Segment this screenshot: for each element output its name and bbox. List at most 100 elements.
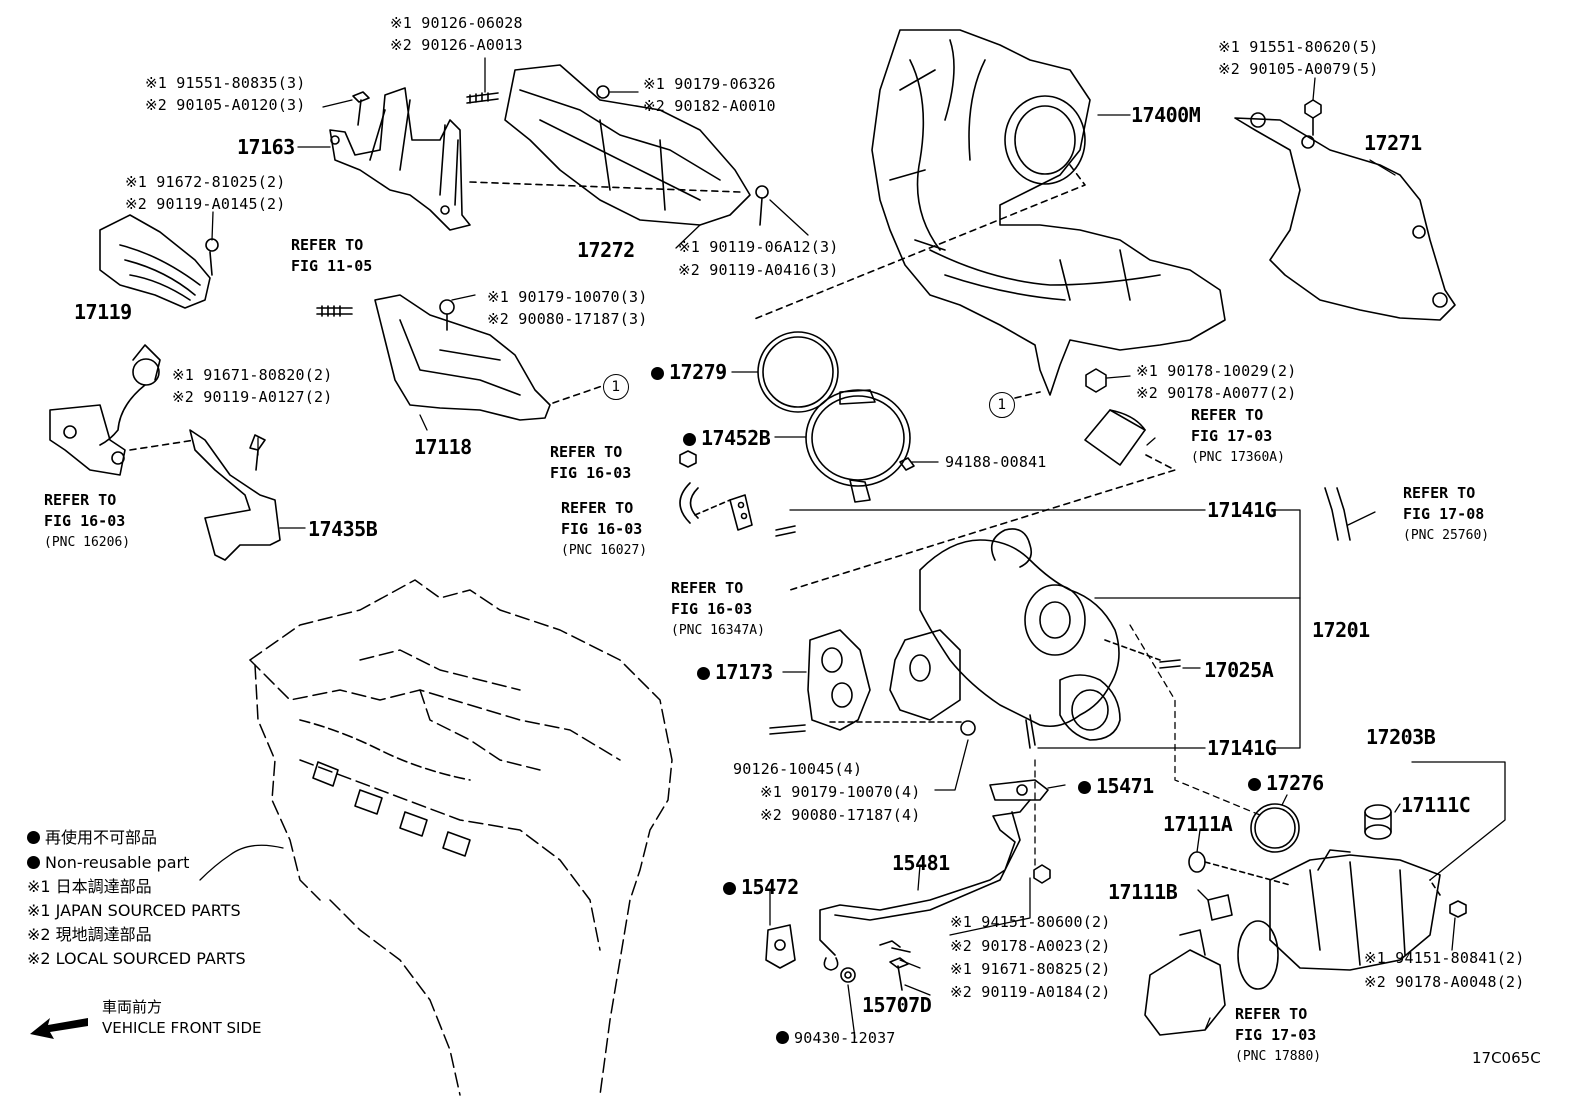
dashed-lead-17118-ref1 bbox=[552, 384, 606, 404]
union-bolt-15707D bbox=[879, 940, 911, 991]
bracket-17119 bbox=[99, 214, 219, 309]
code-90178-10029: ※1 90178-10029(2) bbox=[1136, 362, 1297, 380]
part-15472: 15472 bbox=[723, 877, 799, 897]
part-17203B: 17203B bbox=[1366, 725, 1436, 749]
code-90080-17187-3: ※2 90080-17187(3) bbox=[487, 310, 648, 328]
code-90119-A0416: ※2 90119-A0416(3) bbox=[678, 261, 839, 279]
code-91671-80820: ※1 91671-80820(2) bbox=[172, 366, 333, 384]
part-17271: 17271 bbox=[1364, 131, 1422, 155]
engine-block-outline bbox=[249, 579, 673, 1096]
nut-90178-10029 bbox=[1085, 368, 1107, 393]
dashed-lead-pipe-17435B bbox=[129, 439, 196, 451]
part-15481: 15481 bbox=[892, 851, 950, 875]
hose-16027 bbox=[679, 450, 731, 524]
figure-id: 17C065C bbox=[1472, 1049, 1541, 1067]
inlet-pipe-17203B bbox=[1237, 849, 1441, 990]
code-90119-A0145: ※2 90119-A0145(2) bbox=[125, 195, 286, 213]
gasket-15471 bbox=[989, 779, 1049, 801]
code-91672-81025: ※1 91672-81025(2) bbox=[125, 173, 286, 191]
dashed-leader-lines bbox=[1034, 624, 1261, 871]
code-91551-80835: ※1 91551-80835(3) bbox=[145, 74, 306, 92]
part-17435B: 17435B bbox=[308, 517, 378, 541]
vehicle-front-arrow-icon bbox=[30, 1018, 88, 1039]
legend-nonreusable-en: Non-reusable part bbox=[27, 855, 189, 871]
stud-90126-06028 bbox=[466, 92, 499, 104]
hose-17111C bbox=[1364, 804, 1392, 840]
part-17452B: 17452B bbox=[683, 428, 771, 448]
part-17400M: 17400M bbox=[1131, 103, 1201, 127]
bolt-91551-80835 bbox=[352, 91, 370, 126]
hose-17111A bbox=[1188, 851, 1291, 886]
code-91671-80825: ※1 91671-80825(2) bbox=[950, 960, 1111, 978]
exhaust-manifold-17400M bbox=[871, 29, 1226, 396]
part-17163: 17163 bbox=[237, 135, 295, 159]
code-90178-A0023: ※2 90178-A0023(2) bbox=[950, 937, 1111, 955]
converter-17360A bbox=[789, 409, 1176, 591]
part-15707D: 15707D bbox=[862, 993, 932, 1017]
clamp-17452B bbox=[805, 389, 915, 503]
code-91551-80620: ※1 91551-80620(5) bbox=[1218, 38, 1379, 56]
part-17276: 17276 bbox=[1248, 773, 1324, 793]
bracket-17435B bbox=[189, 429, 281, 561]
circle-ref-1-left: 1 bbox=[603, 374, 629, 400]
code-90105-A0120: ※2 90105-A0120(3) bbox=[145, 96, 306, 114]
turbocharger-17201 bbox=[889, 528, 1181, 749]
part-90126-10045: 90126-10045(4) bbox=[733, 760, 863, 778]
dashed-lead-17163-17272 bbox=[469, 181, 741, 193]
bracket-17163 bbox=[329, 87, 471, 231]
vehicle-front-jp: 車両前方 bbox=[102, 998, 163, 1016]
part-17111A: 17111A bbox=[1163, 812, 1233, 836]
code-90179-10070-4: ※1 90179-10070(4) bbox=[760, 783, 921, 801]
part-17279: 17279 bbox=[651, 362, 727, 382]
code-90126-A0013: ※2 90126-A0013 bbox=[390, 36, 523, 54]
part-17111B: 17111B bbox=[1108, 880, 1178, 904]
engine-block-ports bbox=[299, 719, 471, 857]
code-90179-06326: ※1 90179-06326 bbox=[643, 75, 776, 93]
legend-local-en: ※2 LOCAL SOURCED PARTS bbox=[27, 949, 246, 968]
gasket-15472 bbox=[765, 924, 796, 969]
code-90126-06028: ※1 90126-06028 bbox=[390, 14, 523, 32]
hose-17111B bbox=[1207, 894, 1233, 921]
gasket-17276 bbox=[1250, 803, 1300, 853]
gasket-90430-12037 bbox=[840, 967, 856, 983]
vehicle-front-en: VEHICLE FRONT SIDE bbox=[102, 1019, 262, 1037]
code-94151-80841: ※1 94151-80841(2) bbox=[1364, 949, 1525, 967]
nut-94151-80841 bbox=[1429, 879, 1467, 918]
code-90080-17187-4: ※2 90080-17187(4) bbox=[760, 806, 921, 824]
stud-refer-11-05 bbox=[316, 305, 353, 317]
part-17111C: 17111C bbox=[1401, 793, 1471, 817]
part-17025A: 17025A bbox=[1204, 658, 1274, 682]
part-17141G-top: 17141G bbox=[1207, 498, 1277, 522]
part-17141G-bottom: 17141G bbox=[1207, 736, 1277, 760]
code-90119-06A12: ※1 90119-06A12(3) bbox=[678, 238, 839, 256]
code-90119-A0127: ※2 90119-A0127(2) bbox=[172, 388, 333, 406]
part-17118: 17118 bbox=[414, 435, 472, 459]
legend-nonreusable-jp: 再使用不可部品 bbox=[27, 830, 157, 846]
code-90119-A0184: ※2 90119-A0184(2) bbox=[950, 983, 1111, 1001]
code-90182-A0010: ※2 90182-A0010 bbox=[643, 97, 776, 115]
oil-pipe-15481 bbox=[819, 799, 1051, 971]
part-15471: 15471 bbox=[1078, 776, 1154, 796]
part-90430-12037: 90430-12037 bbox=[776, 1031, 896, 1046]
legend-japan-jp: ※1 日本調達部品 bbox=[27, 877, 152, 896]
code-90179-10070-3: ※1 90179-10070(3) bbox=[487, 288, 648, 306]
code-90178-A0048: ※2 90178-A0048(2) bbox=[1364, 973, 1525, 991]
oil-pipe-16206 bbox=[49, 344, 161, 476]
gasket-17173 bbox=[769, 629, 976, 736]
part-17173: 17173 bbox=[697, 662, 773, 682]
part-17272: 17272 bbox=[577, 238, 635, 262]
code-90178-A0077: ※2 90178-A0077(2) bbox=[1136, 384, 1297, 402]
circle-ref-1-right: 1 bbox=[989, 392, 1015, 418]
heat-insulator-17271 bbox=[1234, 99, 1456, 321]
hose-25760 bbox=[1324, 487, 1351, 541]
dashed-leads-17400M bbox=[751, 164, 1086, 399]
code-90105-A0079: ※2 90105-A0079(5) bbox=[1218, 60, 1379, 78]
